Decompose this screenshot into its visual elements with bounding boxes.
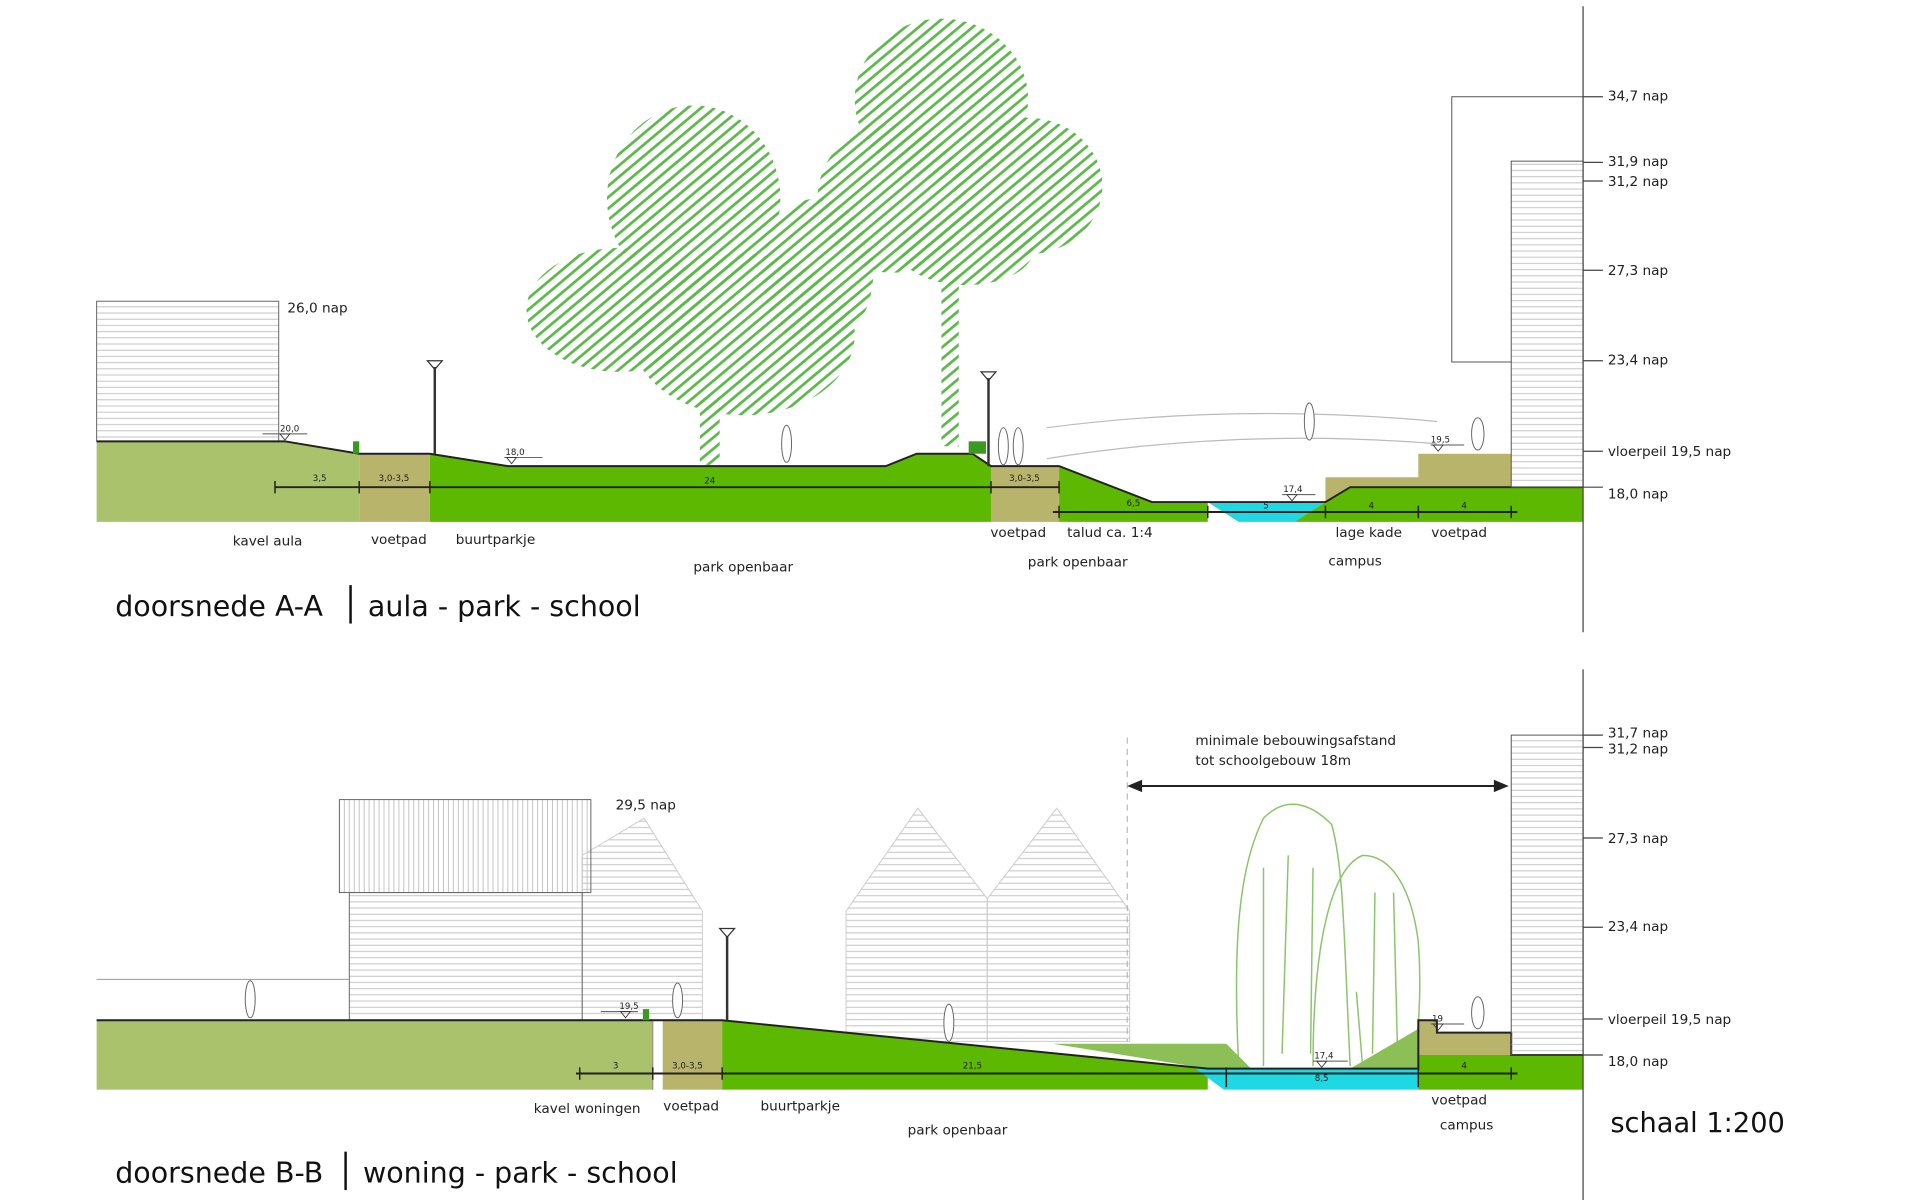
background-houses xyxy=(581,807,1131,1042)
housing-building xyxy=(348,892,583,1021)
dimension-label: 3 xyxy=(613,1062,619,1072)
dimension-label: 24 xyxy=(704,476,716,486)
svg-text:19,5: 19,5 xyxy=(1431,436,1450,446)
level-marker: 17,4 xyxy=(1282,485,1316,502)
svg-text:19: 19 xyxy=(1432,1014,1443,1024)
kavel-aula-plot xyxy=(96,441,360,522)
scale-label: schaal 1:200 xyxy=(1610,1108,1785,1139)
elevation-label: 23,4 nap xyxy=(1608,919,1668,935)
dimension-label: 3,0-3,5 xyxy=(672,1062,703,1072)
lage-kade xyxy=(1325,453,1512,503)
campus-ground xyxy=(1418,1054,1584,1090)
area-label: voetpad xyxy=(663,1099,719,1115)
dimension-label: 8,5 xyxy=(1315,1074,1329,1084)
person-figures xyxy=(781,402,1485,466)
svg-text:18,0: 18,0 xyxy=(505,448,524,458)
section-b-title: doorsnede B-B xyxy=(115,1157,323,1190)
elevation-label: 27,3 nap xyxy=(1608,831,1668,847)
kavel-woningen-plot xyxy=(96,1020,653,1090)
aula-building xyxy=(96,300,280,442)
dimension-label: 4 xyxy=(1368,501,1374,511)
level-label: 26,0 nap xyxy=(287,300,347,316)
dimension-label: 4 xyxy=(1461,1062,1467,1072)
section-a-title: doorsnede A-A xyxy=(115,590,323,623)
dimension-lines: 3 3,0-3,5 21,5 8,5 4 xyxy=(576,1062,1518,1088)
area-label: park openbaar xyxy=(1028,555,1128,571)
distance-arrow xyxy=(1127,779,1509,793)
area-label: voetpad xyxy=(990,525,1046,541)
area-label: talud ca. 1:4 xyxy=(1067,525,1152,541)
campus-voetpad xyxy=(1418,1020,1512,1055)
area-label: buurtparkje xyxy=(456,532,536,548)
area-label: campus xyxy=(1440,1117,1493,1133)
level-label: 29,5 nap xyxy=(616,797,676,813)
annotation-text: tot schoolgebouw 18m xyxy=(1195,753,1351,769)
elevation-label: 18,0 nap xyxy=(1608,1054,1668,1070)
section-a-subtitle: aula - park - school xyxy=(368,590,641,623)
elevation-label: 23,4 nap xyxy=(1608,352,1668,368)
svg-text:17,4: 17,4 xyxy=(1314,1052,1334,1062)
dimension-label: 21,5 xyxy=(963,1062,982,1072)
annotation-text: minimale bebouwingsafstand xyxy=(1195,733,1396,749)
elevation-label: 31,9 nap xyxy=(1608,154,1668,170)
tree-canopy-hatched xyxy=(526,18,1103,465)
level-marker: 18,0 xyxy=(504,448,543,465)
elevation-label: vloerpeil 19,5 nap xyxy=(1608,444,1731,460)
dimension-label: 4 xyxy=(1461,501,1467,511)
elevation-label: 31,2 nap xyxy=(1608,174,1668,190)
plant-zone xyxy=(1350,1028,1419,1069)
area-label: voetpad xyxy=(371,532,427,548)
lamp-post xyxy=(426,360,444,454)
section-b: minimale bebouwingsafstand tot schoolgeb… xyxy=(96,669,1785,1200)
area-label: buurtparkje xyxy=(760,1099,840,1115)
area-label: park openbaar xyxy=(908,1122,1008,1138)
willow-tree xyxy=(1235,803,1421,1067)
area-label: park openbaar xyxy=(693,559,793,575)
dimension-label: 3,0-3,5 xyxy=(379,474,410,484)
dimension-lines: 3,5 3,0-3,5 24 3,0-3,5 6,5 5 4 4 xyxy=(274,474,1518,519)
voetpad-path xyxy=(662,1020,723,1090)
section-a: 3,5 3,0-3,5 24 3,0-3,5 6,5 5 4 4 26,0 na… xyxy=(96,6,1731,633)
elevation-label: 31,7 nap xyxy=(1608,726,1668,742)
dimension-label: 5 xyxy=(1263,501,1269,511)
level-marker: 20,0 xyxy=(262,424,308,441)
elevation-label: 31,2 nap xyxy=(1608,742,1668,758)
water-channel xyxy=(1195,1068,1419,1090)
elevation-label: 34,7 nap xyxy=(1608,88,1668,104)
dimension-label: 3,5 xyxy=(313,474,327,484)
area-label: kavel woningen xyxy=(534,1101,641,1117)
area-label: voetpad xyxy=(1431,1093,1487,1109)
housing-upper-floor xyxy=(338,799,592,894)
svg-text:20,0: 20,0 xyxy=(280,424,299,434)
dimension-label: 6,5 xyxy=(1127,499,1141,509)
school-building xyxy=(1510,160,1584,488)
elevation-label: 18,0 nap xyxy=(1608,486,1668,502)
talud-slope xyxy=(1059,466,1208,522)
park-ground xyxy=(722,1020,1208,1090)
level-marker: 19 xyxy=(1430,1014,1465,1031)
voetpad-path xyxy=(990,466,1060,522)
school-building xyxy=(1510,734,1584,1056)
level-marker: 19,5 xyxy=(600,1002,639,1019)
area-label: voetpad xyxy=(1431,525,1487,541)
dimension-label: 3,0-3,5 xyxy=(1009,474,1040,484)
lamp-post xyxy=(979,371,998,467)
area-label: lage kade xyxy=(1336,525,1403,541)
elevation-label: 27,3 nap xyxy=(1608,263,1668,279)
svg-text:19,5: 19,5 xyxy=(619,1002,638,1012)
section-b-subtitle: woning - park - school xyxy=(363,1157,678,1190)
area-label: kavel aula xyxy=(233,533,303,549)
plant-zone xyxy=(1052,1043,1252,1069)
level-marker: 19,5 xyxy=(1430,436,1465,452)
person-figures xyxy=(244,980,1485,1042)
svg-text:17,4: 17,4 xyxy=(1283,485,1303,495)
level-marker: 17,4 xyxy=(1313,1052,1348,1069)
elevation-label: vloerpeil 19,5 nap xyxy=(1608,1012,1731,1028)
lamp-post xyxy=(718,927,736,1021)
area-label: campus xyxy=(1328,553,1381,569)
